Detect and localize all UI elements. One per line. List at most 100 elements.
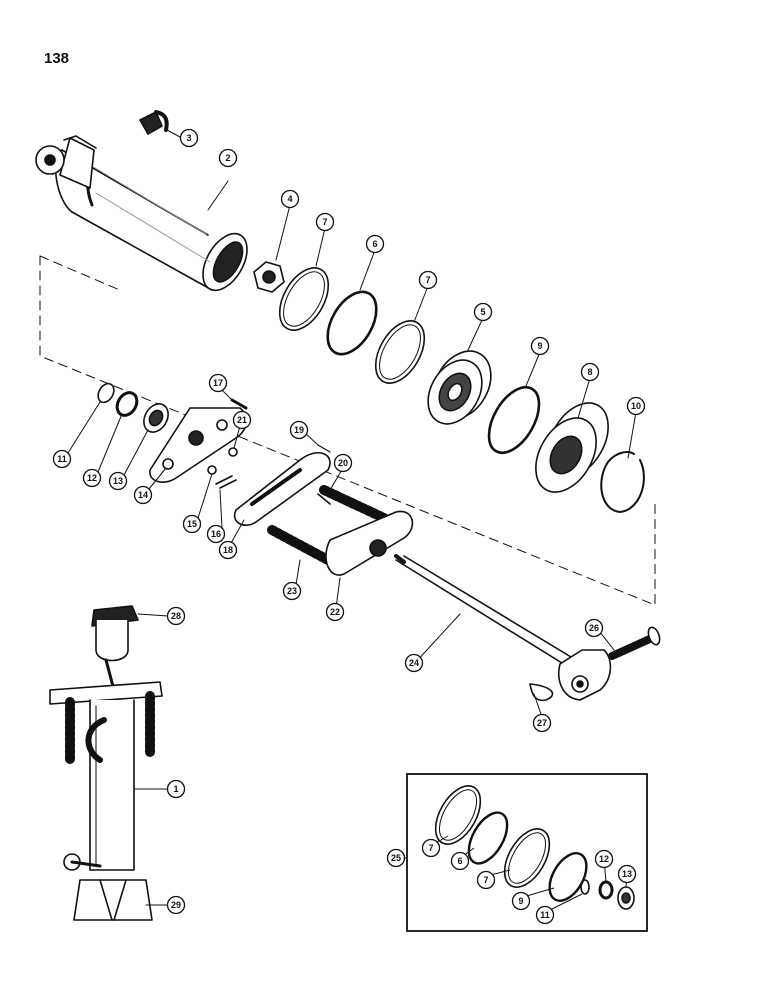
callout-k7b: 7 [476,870,496,890]
callout-circle [511,891,531,911]
jack-assembly [49,605,163,921]
callout-label: 12 [87,473,97,483]
callout-circle [580,362,600,382]
callout-circle [584,618,604,638]
callout-label: 4 [287,194,292,204]
callout-label: 28 [171,611,181,621]
callout-k11: 11 [535,905,555,925]
callout-circle [594,849,614,869]
callout-label: 11 [57,454,67,464]
callout-label: 3 [186,133,191,143]
callout-circle [421,838,441,858]
retaining-ring [600,451,645,513]
piston [535,402,609,493]
callout-circle [365,234,385,254]
callout-label: 7 [483,875,488,885]
callout-circle [535,905,555,925]
callout-label: 5 [480,307,485,317]
callout-label: 6 [372,239,377,249]
callout-circle [232,410,252,430]
clevis-pin [608,626,661,660]
callout-circle [82,468,102,488]
callout-c10: 10 [626,396,646,416]
small-nut [228,447,238,457]
callout-c7a: 7 [315,212,335,232]
callout-label: 11 [540,910,550,920]
callout-circle [325,602,345,622]
callout-circle [166,895,186,915]
callout-label: 2 [225,153,230,163]
cotter-pin [317,444,331,453]
callout-circle [404,653,424,673]
callout-label: 20 [338,458,348,468]
callout-circle [530,336,550,356]
callout-label: 9 [518,896,523,906]
elbow-fitting [139,110,181,138]
spring-assembly [267,485,389,565]
lever-arm [325,510,414,576]
callout-c26: 26 [584,618,604,638]
callout-label: 21 [237,415,247,425]
callout-circle [476,870,496,890]
callout-label: 19 [294,425,304,435]
callout-c7b: 7 [418,270,438,290]
callout-c9: 9 [530,336,550,356]
callout-circle [617,864,637,884]
callout-c11: 11 [52,449,72,469]
callout-circle [179,128,199,148]
callout-circle [280,189,300,209]
callout-label: 27 [537,718,547,728]
callout-circle [133,485,153,505]
callout-label: 8 [587,367,592,377]
callout-circle [532,713,552,733]
callout-label: 17 [213,378,223,388]
callout-label: 12 [599,854,609,864]
small-o-ring [97,382,115,404]
hex-nut [253,261,285,293]
cylinder-barrel [54,149,248,292]
callout-circle [166,606,186,626]
callout-c19: 19 [289,420,309,440]
callout-c8: 8 [580,362,600,382]
callout-c6: 6 [365,234,385,254]
wear-ring [487,385,541,455]
callout-k6: 6 [450,851,470,871]
callout-c13: 13 [108,471,128,491]
cap-screw [215,475,237,489]
callout-c5: 5 [473,302,493,322]
callout-k7a: 7 [421,838,441,858]
callout-circle [418,270,438,290]
backup-ring [278,267,330,331]
callout-label: 24 [409,658,419,668]
callout-circle [289,420,309,440]
page-number: 138 [44,50,70,67]
callout-c1: 1 [166,779,186,799]
callout-c15: 15 [182,514,202,534]
callout-label: 7 [425,275,430,285]
callout-c24: 24 [404,653,424,673]
seal-bushing [143,403,169,433]
callout-c28: 28 [166,606,186,626]
callout-circle [218,540,238,560]
callout-label: 22 [330,607,340,617]
callout-c14: 14 [133,485,153,505]
callout-c29: 29 [166,895,186,915]
gland [427,350,492,425]
callout-label: 14 [138,490,148,500]
callout-c17: 17 [208,373,228,393]
spring-pin [230,398,248,410]
callout-label: 13 [113,476,123,486]
callout-c27: 27 [532,713,552,733]
callout-label: 23 [287,586,297,596]
callout-label: 7 [322,217,327,227]
callout-circle [473,302,493,322]
callout-k25: 25 [386,848,406,868]
callout-c18: 18 [218,540,238,560]
callout-label: 26 [589,623,599,633]
callout-label: 10 [631,401,641,411]
callout-circle [208,373,228,393]
callout-c4: 4 [280,189,300,209]
callout-circle [182,514,202,534]
lock-washer [207,465,217,475]
callout-c23: 23 [282,581,302,601]
